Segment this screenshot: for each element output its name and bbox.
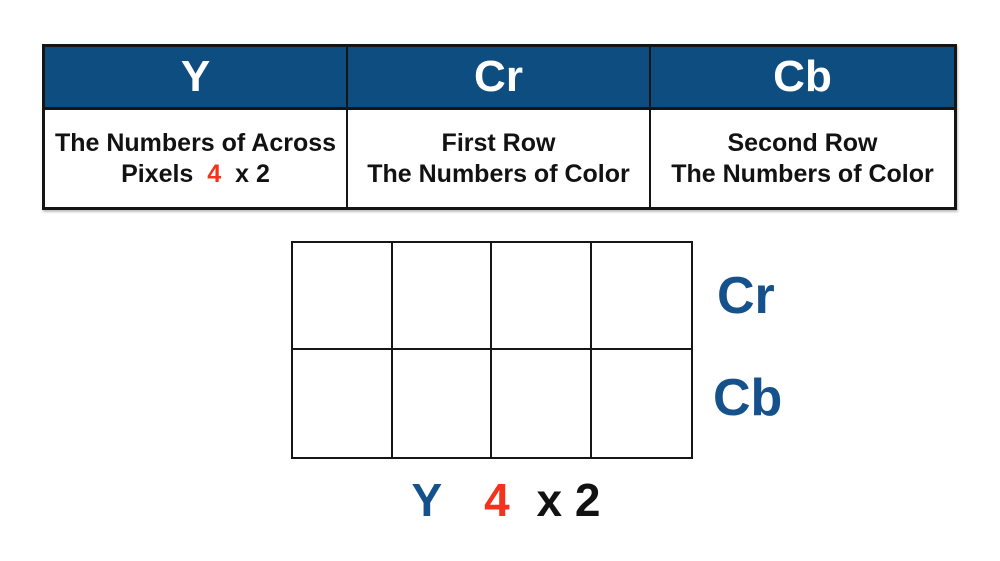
cr-description-line2: The Numbers of Color xyxy=(367,159,630,188)
grid-cell xyxy=(293,243,393,350)
grid-cell xyxy=(591,243,691,350)
grid-caption: Y 4 x 2 xyxy=(291,474,721,526)
caption-dimensions: x 2 xyxy=(536,474,601,526)
y-pixels-label: Pixels xyxy=(121,159,194,188)
cr-description-line1: First Row xyxy=(441,128,556,157)
y-description-line2: Pixels 4 x 2 xyxy=(121,159,270,190)
table-cell-cb-description: Second Row The Numbers of Color xyxy=(651,110,954,207)
table-cell-cr-description: First Row The Numbers of Color xyxy=(348,110,651,207)
caption-channel: Y xyxy=(411,474,442,526)
pixel-grid xyxy=(291,241,693,459)
table-header-y: Y xyxy=(45,47,348,110)
y-pixels-dims: x 2 xyxy=(235,159,270,188)
grid-cell xyxy=(492,350,592,457)
grid-cell xyxy=(591,350,691,457)
y-description-line1: The Numbers of Across xyxy=(54,128,337,157)
table-header-cb: Cb xyxy=(651,47,954,110)
caption-pixel-count: 4 xyxy=(484,474,510,526)
y-pixels-count: 4 xyxy=(207,159,222,188)
cb-description-line2: The Numbers of Color xyxy=(671,159,934,188)
table-header-cr: Cr xyxy=(348,47,651,110)
grid-cell xyxy=(392,350,492,457)
row-label-cb: Cb xyxy=(713,369,783,427)
cb-description-line1: Second Row xyxy=(727,128,878,157)
grid-cell xyxy=(392,243,492,350)
table-cell-y-description: The Numbers of Across Pixels 4 x 2 xyxy=(45,110,348,207)
row-label-cr: Cr xyxy=(717,267,775,325)
grid-cell xyxy=(492,243,592,350)
grid-cell xyxy=(293,350,393,457)
ycbcr-legend-table: Y Cr Cb The Numbers of Across Pixels 4 x… xyxy=(42,44,957,210)
